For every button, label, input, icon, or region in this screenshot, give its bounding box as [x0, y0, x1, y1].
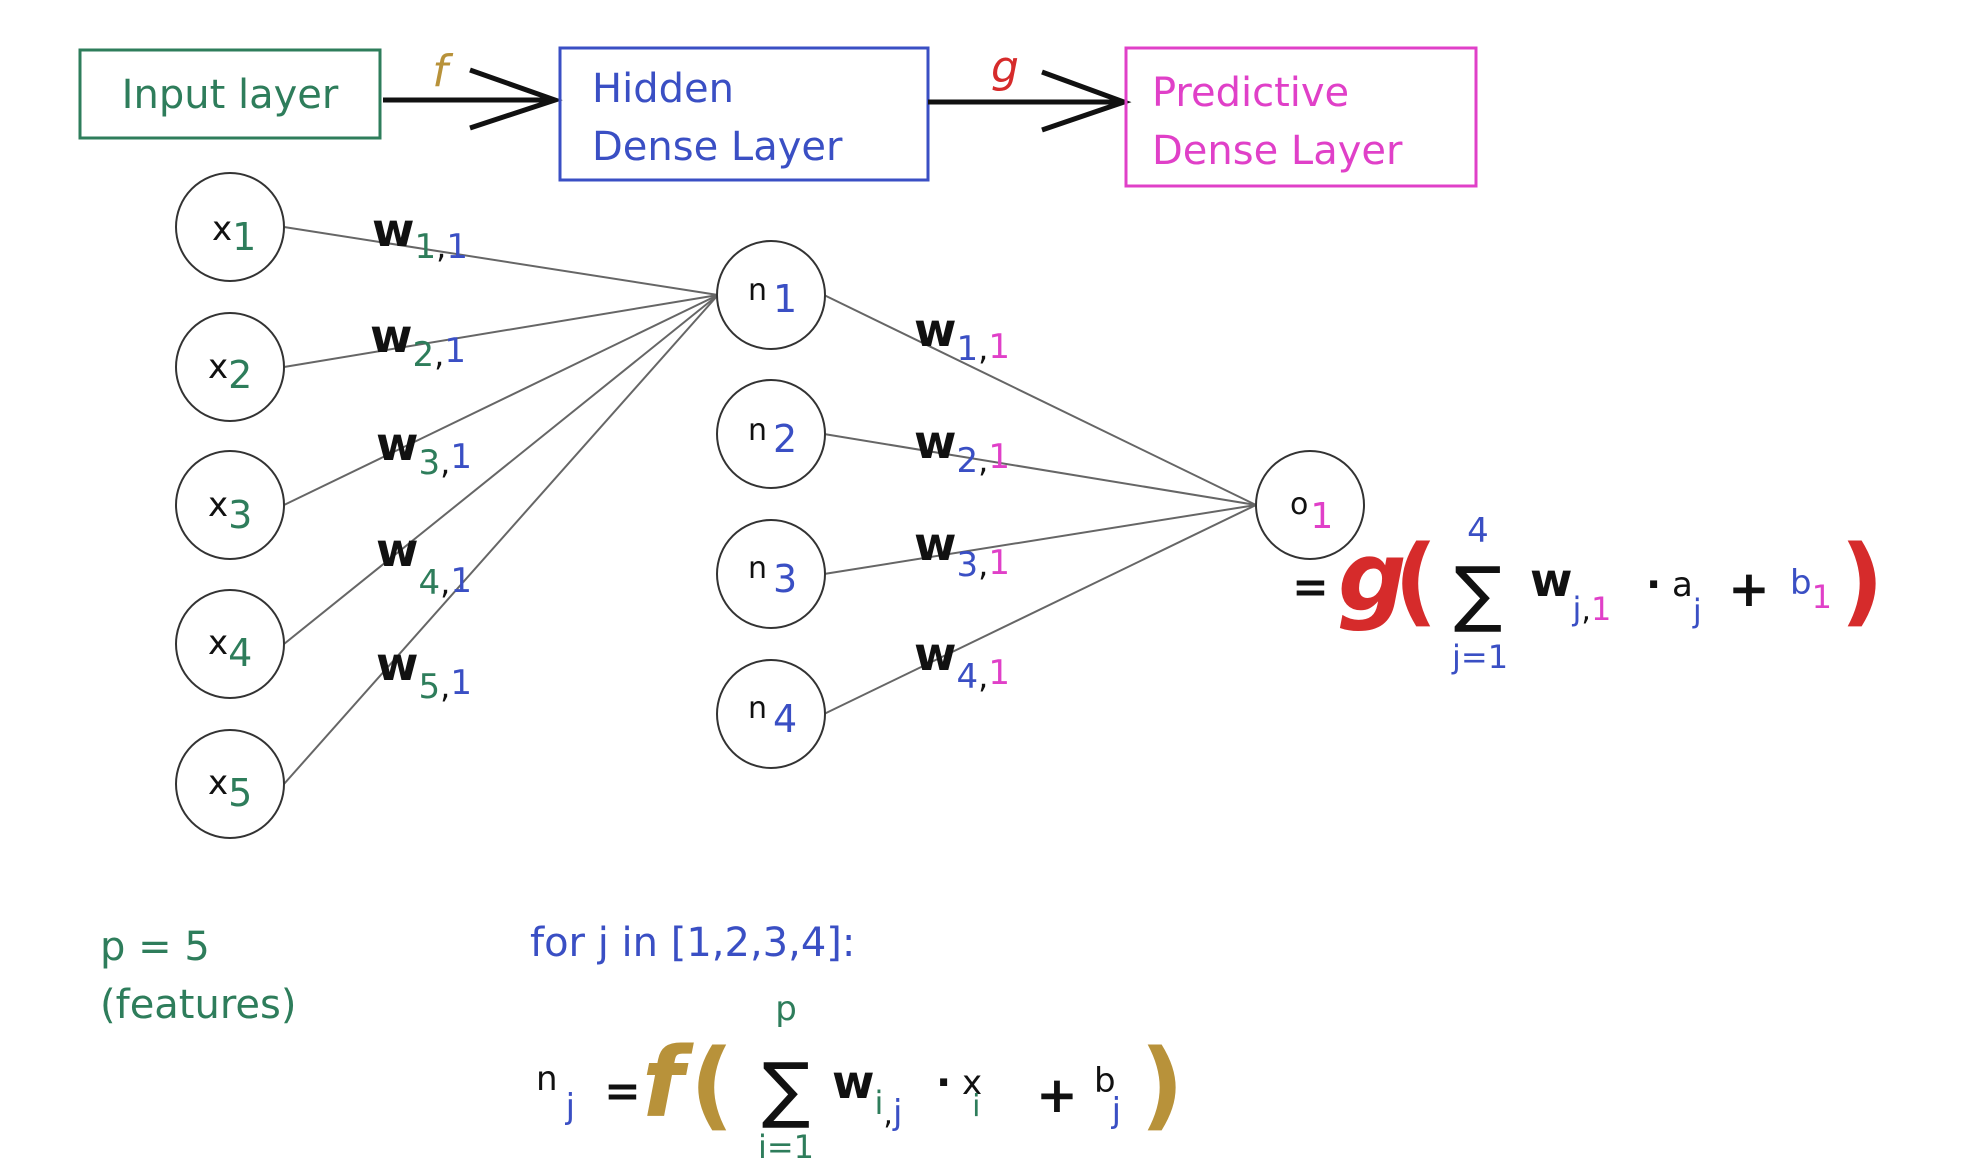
- formula-close-paren: ): [1140, 1029, 1184, 1141]
- input-layer-box: [78, 48, 382, 140]
- formula-sum-upper: 4: [1467, 511, 1489, 551]
- arrow-g-label: g: [991, 42, 1019, 93]
- node-circle: [175, 450, 285, 560]
- node-label: o1: [1290, 487, 1333, 537]
- node-circle: [716, 240, 826, 350]
- output-formula: = g ( 4 ∑ j=1 wj,1 · aj + b1 ): [1292, 511, 1884, 676]
- formula-sigma: ∑: [762, 1047, 811, 1131]
- formula-sum-upper: p: [775, 989, 797, 1029]
- formula-dot: ·: [1646, 562, 1661, 608]
- input-nodes: x1 x2 x3 x4 x5: [175, 172, 285, 839]
- node-label: x3: [208, 485, 252, 537]
- predictive-layer-label-line2: Dense Layer: [1152, 128, 1403, 174]
- node-circle: [175, 172, 285, 282]
- arrow-f-label: f: [432, 46, 454, 97]
- edge-n4-o1: [823, 504, 1257, 715]
- features-note: p = 5 (features): [100, 924, 296, 1028]
- edge-x2-n1: [283, 294, 719, 368]
- node-label: x1: [212, 209, 256, 259]
- edge-x3-n1: [283, 294, 719, 506]
- node-circle: [1255, 450, 1365, 560]
- formula-equals: =: [604, 1066, 641, 1117]
- weight-label: w3,1: [914, 517, 1010, 585]
- formula-bias: b1: [1790, 563, 1832, 616]
- predictive-layer-label-line1: Predictive: [1152, 70, 1349, 116]
- node-circle: [716, 659, 826, 769]
- connections-hidden-output: [823, 294, 1257, 715]
- formula-sigma: ∑: [1454, 551, 1503, 635]
- weight-label: w4,1: [914, 627, 1010, 697]
- node-label: x2: [208, 347, 252, 397]
- formula-open-paren: (: [690, 1029, 734, 1141]
- formula-equals: =: [1292, 562, 1329, 613]
- formula-plus: +: [1728, 560, 1770, 618]
- input-node: x1: [175, 172, 285, 282]
- input-node: x2: [175, 312, 285, 422]
- arrow-f-head: [469, 67, 563, 131]
- weight-label: w4,1: [376, 523, 472, 603]
- formula-fn-g: g: [1338, 521, 1407, 633]
- features-caption: (features): [100, 982, 296, 1028]
- node-label: x4: [208, 623, 252, 675]
- formula-fn-f: f: [642, 1027, 694, 1139]
- formula-weight: wj,1: [1530, 553, 1611, 628]
- weight-label: w5,1: [376, 637, 472, 707]
- input-node: x5: [175, 729, 285, 839]
- formula-plus: +: [1036, 1066, 1078, 1124]
- weight-label: w3,1: [376, 417, 472, 483]
- loop-statement: for j in [1,2,3,4]:: [530, 920, 855, 966]
- edge-x4-n1: [283, 294, 719, 645]
- arrow-g-head: [1041, 69, 1132, 133]
- weight-labels-input-hidden: w1,1 w2,1 w3,1 w4,1 w5,1: [370, 203, 472, 707]
- connections-input-hidden: [283, 226, 719, 785]
- weight-label: w2,1: [370, 309, 466, 375]
- formula-weight: wi,j: [832, 1055, 902, 1133]
- edge-n1-o1: [823, 294, 1257, 506]
- node-circle: [175, 589, 285, 699]
- predictive-layer-box: [1124, 46, 1478, 188]
- node-circle: [716, 519, 826, 629]
- formula-sum-lower: j=1: [1451, 638, 1508, 676]
- hidden-layer-label-line2: Dense Layer: [592, 124, 843, 170]
- weight-labels-hidden-output: w1,1 w2,1 w3,1 w4,1: [914, 303, 1010, 697]
- formula-activation: aj: [1672, 565, 1702, 630]
- node-circle: [175, 312, 285, 422]
- input-node: x3: [175, 450, 285, 560]
- node-label: x5: [208, 763, 252, 815]
- edge-x1-n1: [283, 226, 719, 296]
- node-circle: [716, 379, 826, 489]
- formula-dot: ·: [936, 1060, 951, 1106]
- hidden-layer-box: [558, 46, 930, 182]
- formula-close-paren: ): [1840, 525, 1884, 637]
- edge-x5-n1: [283, 294, 719, 785]
- formula-sum-lower: i=1: [758, 1128, 814, 1166]
- weight-label: w2,1: [914, 415, 1010, 481]
- edge-n2-o1: [823, 433, 1257, 506]
- formula-open-paren: (: [1394, 525, 1438, 637]
- edge-n3-o1: [823, 504, 1257, 575]
- input-layer-label: Input layer: [122, 72, 339, 118]
- features-count: p = 5: [100, 924, 210, 970]
- weight-label: w1,1: [914, 303, 1010, 369]
- formula-n: nj: [536, 1059, 575, 1127]
- node-circle: [175, 729, 285, 839]
- hidden-layer-label-line1: Hidden: [592, 66, 734, 112]
- input-node: x4: [175, 589, 285, 699]
- weight-label: w1,1: [372, 203, 468, 267]
- header-row: Input layer f Hidden Dense Layer g Predi…: [78, 42, 1478, 188]
- output-node: o1: [1255, 450, 1365, 560]
